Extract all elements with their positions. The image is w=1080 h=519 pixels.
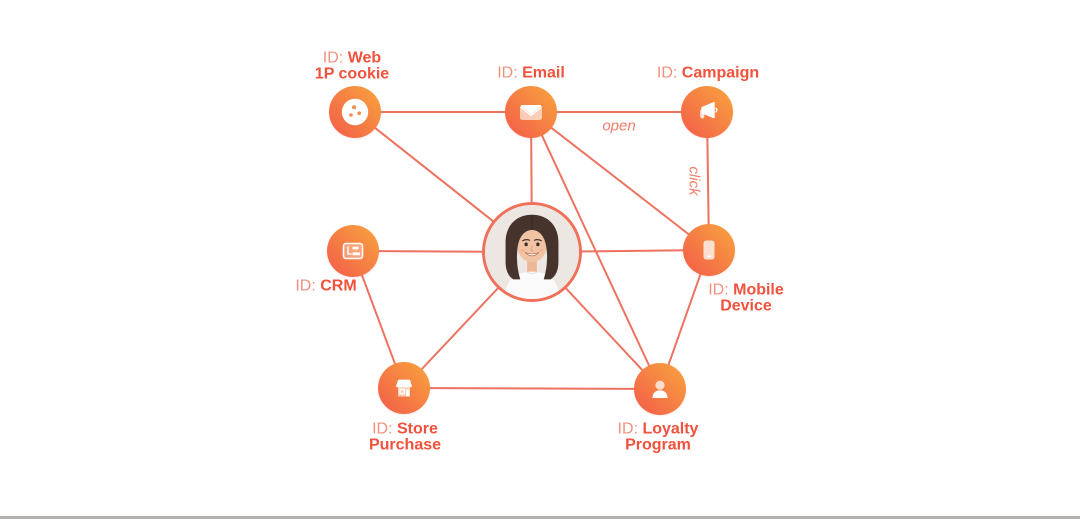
customer-photo [482, 202, 582, 302]
cookie-icon [341, 98, 369, 126]
label-campaign: ID: Campaign [656, 64, 760, 82]
edge-label-click: click [685, 166, 703, 196]
node-loyalty-program [634, 363, 686, 415]
label-email: ID: Email [497, 64, 565, 82]
megaphone-icon [693, 98, 721, 126]
node-campaign [681, 86, 733, 138]
envelope-icon [517, 98, 545, 126]
node-mobile-device [683, 224, 735, 276]
node-web-cookie [329, 86, 381, 138]
node-crm [327, 225, 379, 277]
edge-email-mobile-device [530, 111, 710, 251]
storefront-icon [390, 374, 418, 402]
edge-store-purchase-loyalty-program [403, 387, 661, 390]
crm-card-icon [339, 237, 367, 265]
node-email [505, 86, 557, 138]
person-icon [646, 375, 674, 403]
edge-label-open: open [602, 117, 636, 135]
page-bottom-divider [0, 516, 1080, 519]
label-crm: ID: CRM [295, 277, 357, 295]
smartphone-icon [695, 236, 723, 264]
node-store-purchase [378, 362, 430, 414]
customer-photo-illustration [485, 205, 579, 299]
